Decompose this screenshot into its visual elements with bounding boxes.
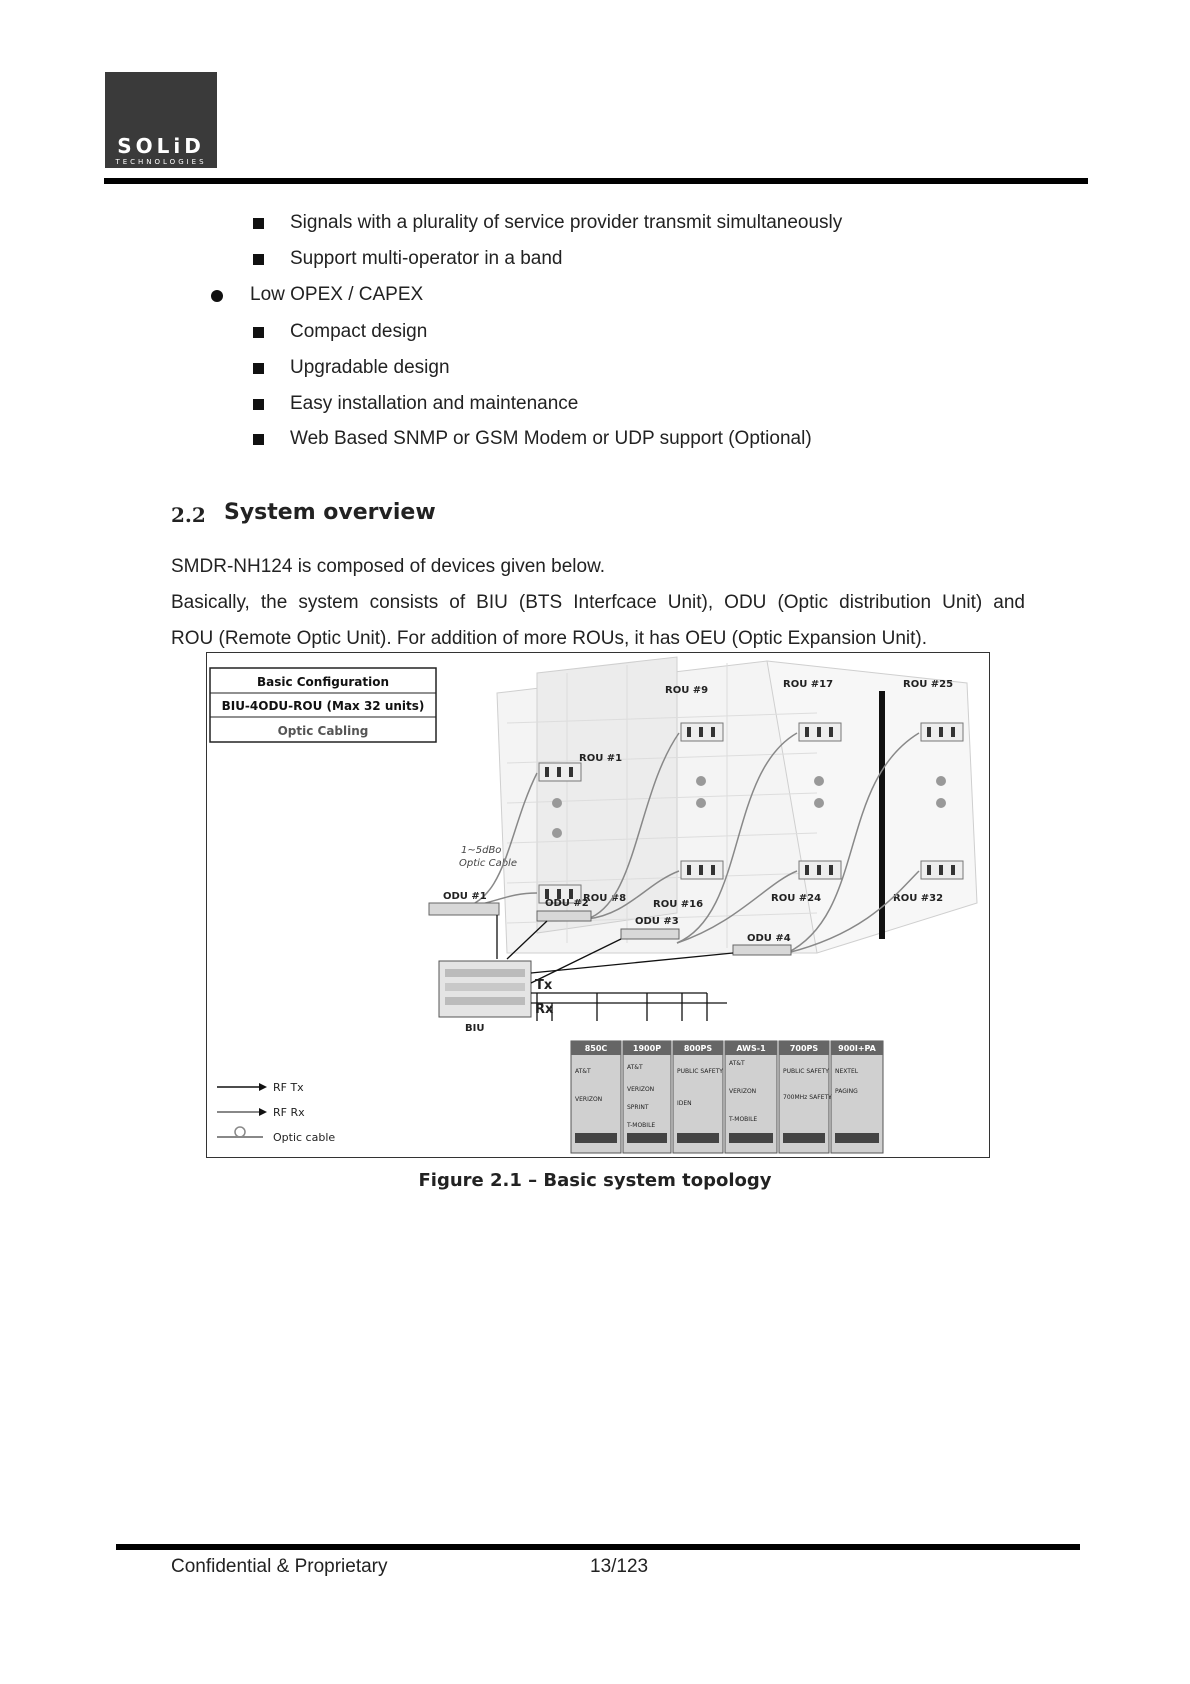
- odu-label: ODU #1: [443, 891, 487, 902]
- section-number: 2.2: [171, 503, 206, 527]
- paragraph-line: ROU (Remote Optic Unit). For addition of…: [171, 628, 928, 649]
- square-bullet-icon: [253, 327, 264, 338]
- bullet-item: Upgradable design: [290, 357, 450, 378]
- topology-diagram: Basic Configuration BIU-4ODU-ROU (Max 32…: [209, 656, 978, 1154]
- band-label: 850C: [585, 1044, 608, 1053]
- legend-rf-rx: RF Rx: [273, 1106, 305, 1119]
- logo-wordmark: SOLiD: [117, 134, 205, 158]
- square-bullet-icon: [253, 363, 264, 374]
- carrier-label: AT&T: [729, 1060, 745, 1067]
- rou-label: ROU #8: [583, 893, 626, 904]
- configuration-box: Basic Configuration BIU-4ODU-ROU (Max 32…: [209, 667, 437, 743]
- rou-label: ROU #25: [903, 679, 953, 690]
- band-label: 800PS: [684, 1044, 713, 1053]
- footer-confidential: Confidential & Proprietary: [171, 1556, 388, 1577]
- band-label: AWS-1: [736, 1044, 766, 1053]
- biu-label: BIU: [465, 1023, 484, 1034]
- square-bullet-icon: [253, 399, 264, 410]
- odu-units: [428, 902, 792, 956]
- paragraph-line: Basically, the system consists of BIU (B…: [171, 592, 1025, 613]
- rx-label: Rx: [535, 1002, 554, 1017]
- solid-logo: SOLiD TECHNOLOGIES: [105, 72, 217, 168]
- carrier-label: PUBLIC SAFETY: [677, 1068, 723, 1075]
- carrier-label: T-MOBILE: [728, 1116, 757, 1123]
- cable-note-label: Optic Cable: [459, 858, 517, 869]
- band-label: 900I+PA: [838, 1044, 877, 1053]
- bullet-item: Compact design: [290, 321, 428, 342]
- rf-bus-lines: [496, 915, 734, 1021]
- bullet-item: Easy installation and maintenance: [290, 393, 579, 414]
- carrier-label: NEXTEL: [835, 1068, 859, 1075]
- odu-label: ODU #4: [747, 933, 791, 944]
- logo-subtitle: TECHNOLOGIES: [115, 158, 207, 166]
- carrier-label: T-MOBILE: [626, 1122, 655, 1129]
- config-topology: BIU-4ODU-ROU (Max 32 units): [222, 699, 425, 713]
- square-bullet-icon: [253, 218, 264, 229]
- carrier-label: VERIZON: [627, 1086, 654, 1093]
- tx-label: Tx: [535, 978, 553, 993]
- legend-optic-cable: Optic cable: [273, 1131, 335, 1144]
- cable-note-loss: 1~5dBo: [461, 845, 501, 856]
- odu-label: ODU #2: [545, 898, 589, 909]
- rou-label: ROU #32: [893, 893, 943, 904]
- config-title: Basic Configuration: [257, 675, 389, 689]
- odu-label: ODU #3: [635, 916, 679, 927]
- carrier-label: IDEN: [677, 1100, 692, 1107]
- carrier-label: AT&T: [627, 1064, 643, 1071]
- square-bullet-icon: [253, 254, 264, 265]
- figure-caption: Figure 2.1 – Basic system topology: [418, 1170, 772, 1191]
- rou-label: ROU #16: [653, 899, 703, 910]
- rou-label: ROU #24: [771, 893, 821, 904]
- square-bullet-icon: [253, 434, 264, 445]
- carrier-label: VERIZON: [575, 1096, 602, 1103]
- bullet-item: Support multi-operator in a band: [290, 248, 563, 269]
- rou-label: ROU #17: [783, 679, 833, 690]
- section-title: System overview: [224, 500, 436, 525]
- band-label: 700PS: [790, 1044, 819, 1053]
- paragraph: SMDR-NH124 is composed of devices given …: [171, 556, 606, 577]
- header-rule: [104, 178, 1088, 184]
- riser-pole: [879, 691, 885, 939]
- footer-rule: [116, 1544, 1080, 1550]
- bullet-item: Low OPEX / CAPEX: [250, 284, 424, 305]
- page-number: 13/123: [590, 1556, 649, 1577]
- bullet-item: Web Based SNMP or GSM Modem or UDP suppo…: [290, 428, 812, 449]
- bullet-item: Signals with a plurality of service prov…: [290, 212, 843, 233]
- legend: RF Tx RF Rx Optic cable: [217, 1081, 335, 1144]
- biu-unit: BIU: [438, 960, 532, 1034]
- rou-label: ROU #1: [579, 753, 622, 764]
- carrier-label: PAGING: [835, 1088, 858, 1095]
- config-cabling: Optic Cabling: [278, 724, 369, 738]
- band-label: 1900P: [633, 1044, 661, 1053]
- legend-rf-tx: RF Tx: [273, 1081, 304, 1094]
- carrier-label: 700MHz SAFETY: [783, 1094, 832, 1101]
- carrier-label: AT&T: [575, 1068, 591, 1075]
- round-bullet-icon: [211, 290, 223, 302]
- carrier-label: VERIZON: [729, 1088, 756, 1095]
- carrier-label: SPRINT: [627, 1104, 649, 1111]
- topology-figure: Basic Configuration BIU-4ODU-ROU (Max 32…: [206, 652, 990, 1158]
- carrier-label: PUBLIC SAFETY: [783, 1068, 829, 1075]
- rou-label: ROU #9: [665, 685, 708, 696]
